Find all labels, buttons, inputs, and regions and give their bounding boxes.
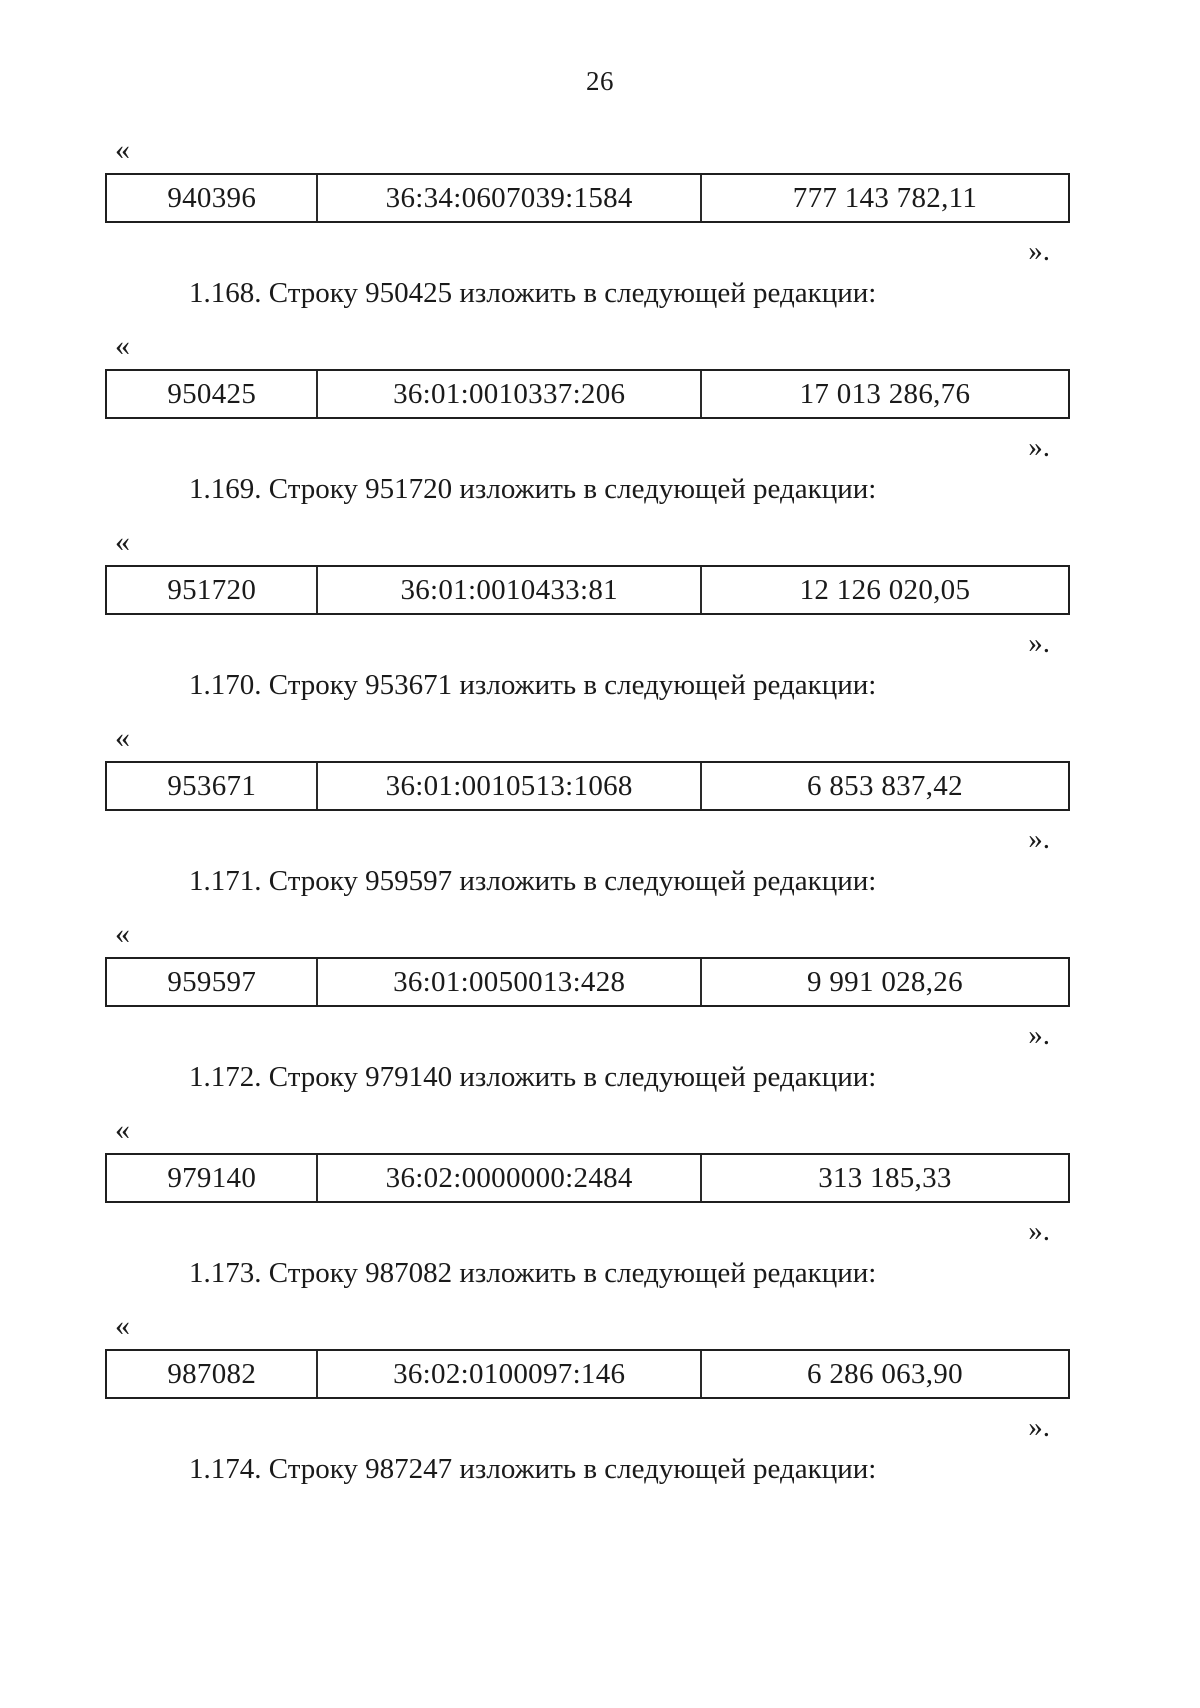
data-row-table: 959597 36:01:0050013:428 9 991 028,26 bbox=[105, 957, 1070, 1007]
cadastral-number-cell: 36:01:0010337:206 bbox=[316, 371, 699, 417]
cadastral-number-cell: 36:01:0050013:428 bbox=[316, 959, 699, 1005]
opening-quote: « bbox=[115, 525, 130, 558]
amount-cell: 313 185,33 bbox=[699, 1155, 1068, 1201]
amendment-section: 1.174. Строку 987247 изложить в следующе… bbox=[105, 1454, 1070, 1484]
closing-quote: ». bbox=[1028, 627, 1050, 659]
amendment-section: 1.173. Строку 987082 изложить в следующе… bbox=[105, 1258, 1070, 1442]
opening-quote: « bbox=[115, 133, 130, 166]
closing-quote: ». bbox=[1028, 823, 1050, 855]
data-row-table: 940396 36:34:0607039:1584 777 143 782,11 bbox=[105, 173, 1070, 223]
closing-quote: ». bbox=[1028, 235, 1050, 267]
amendment-heading: 1.172. Строку 979140 изложить в следующе… bbox=[189, 1061, 877, 1093]
row-number-cell: 979140 bbox=[167, 1161, 257, 1194]
amendment-heading: 1.171. Строку 959597 изложить в следующе… bbox=[189, 865, 877, 897]
cadastral-number-cell: 36:02:0100097:146 bbox=[316, 1351, 699, 1397]
opening-quote: « bbox=[115, 721, 130, 754]
cadastral-number-cell: 36:01:0010513:1068 bbox=[316, 763, 699, 809]
data-row-table: 979140 36:02:0000000:2484 313 185,33 bbox=[105, 1153, 1070, 1203]
closing-quote: ». bbox=[1028, 431, 1050, 463]
row-number-cell: 987082 bbox=[167, 1357, 257, 1390]
page-content: « 940396 36:34:0607039:1584 777 143 782,… bbox=[105, 135, 1070, 1484]
row-number-cell: 953671 bbox=[167, 769, 257, 802]
closing-quote: ». bbox=[1028, 1215, 1050, 1247]
row-number-cell: 940396 bbox=[167, 181, 257, 214]
amount-cell: 12 126 020,05 bbox=[699, 567, 1068, 613]
amendment-section: 1.169. Строку 951720 изложить в следующе… bbox=[105, 474, 1070, 658]
amendment-section: « 940396 36:34:0607039:1584 777 143 782,… bbox=[105, 135, 1070, 266]
amount-cell: 17 013 286,76 bbox=[699, 371, 1068, 417]
data-row-table: 951720 36:01:0010433:81 12 126 020,05 bbox=[105, 565, 1070, 615]
amendment-heading: 1.170. Строку 953671 изложить в следующе… bbox=[189, 669, 877, 701]
amount-cell: 777 143 782,11 bbox=[699, 175, 1068, 221]
data-row-table: 950425 36:01:0010337:206 17 013 286,76 bbox=[105, 369, 1070, 419]
amendment-section: 1.172. Строку 979140 изложить в следующе… bbox=[105, 1062, 1070, 1246]
opening-quote: « bbox=[115, 1309, 130, 1342]
closing-quote: ». bbox=[1028, 1019, 1050, 1051]
opening-quote: « bbox=[115, 329, 130, 362]
closing-quote: ». bbox=[1028, 1411, 1050, 1443]
page-number: 26 bbox=[586, 66, 614, 96]
amendment-section: 1.171. Строку 959597 изложить в следующе… bbox=[105, 866, 1070, 1050]
cadastral-number-cell: 36:01:0010433:81 bbox=[316, 567, 699, 613]
cadastral-number-cell: 36:02:0000000:2484 bbox=[316, 1155, 699, 1201]
amount-cell: 6 286 063,90 bbox=[699, 1351, 1068, 1397]
amendment-section: 1.170. Строку 953671 изложить в следующе… bbox=[105, 670, 1070, 854]
amount-cell: 9 991 028,26 bbox=[699, 959, 1068, 1005]
opening-quote: « bbox=[115, 1113, 130, 1146]
cadastral-number-cell: 36:34:0607039:1584 bbox=[316, 175, 699, 221]
amendment-heading: 1.173. Строку 987082 изложить в следующе… bbox=[189, 1257, 877, 1289]
amendment-heading: 1.174. Строку 987247 изложить в следующе… bbox=[189, 1453, 877, 1485]
row-number-cell: 959597 bbox=[167, 965, 257, 998]
amendment-heading: 1.168. Строку 950425 изложить в следующе… bbox=[189, 277, 877, 309]
data-row-table: 987082 36:02:0100097:146 6 286 063,90 bbox=[105, 1349, 1070, 1399]
row-number-cell: 951720 bbox=[167, 573, 257, 606]
opening-quote: « bbox=[115, 917, 130, 950]
row-number-cell: 950425 bbox=[167, 377, 257, 410]
data-row-table: 953671 36:01:0010513:1068 6 853 837,42 bbox=[105, 761, 1070, 811]
amendment-section: 1.168. Строку 950425 изложить в следующе… bbox=[105, 278, 1070, 462]
amount-cell: 6 853 837,42 bbox=[699, 763, 1068, 809]
amendment-heading: 1.169. Строку 951720 изложить в следующе… bbox=[189, 473, 877, 505]
